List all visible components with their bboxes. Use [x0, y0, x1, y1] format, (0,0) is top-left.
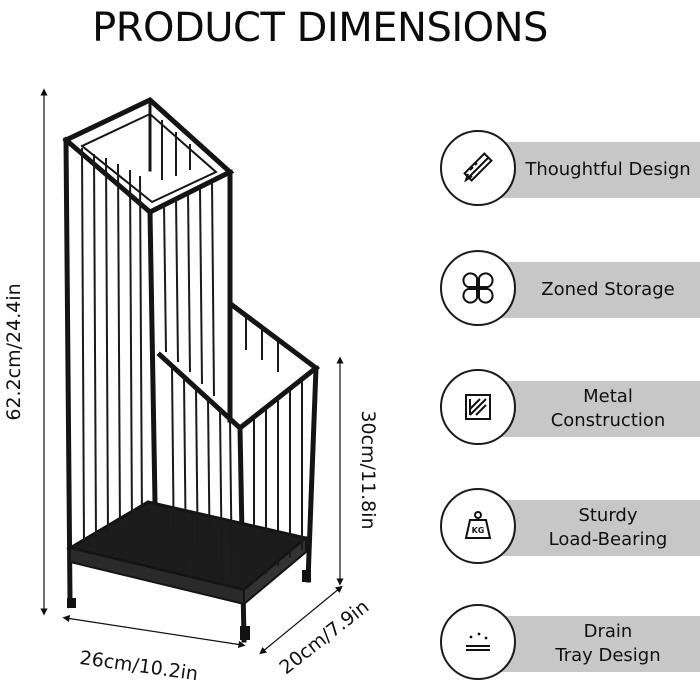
- feature-icon-circle: [440, 604, 516, 680]
- feature-sturdy-load-bearing: KG Sturdy Load-Bearing: [440, 488, 700, 568]
- rack-bars: [81, 120, 303, 589]
- feature-drain-tray: Drain Tray Design: [440, 604, 700, 684]
- pencil-ruler-icon: [463, 152, 493, 183]
- depth-line: [259, 585, 343, 655]
- feature-zoned-storage: Zoned Storage: [440, 250, 700, 330]
- feature-label: Zoned Storage: [541, 279, 675, 300]
- feature-icon-circle: [440, 369, 516, 445]
- metal-panel-icon: [465, 394, 491, 420]
- feature-metal-construction: Metal Construction: [440, 369, 700, 449]
- feature-icon-circle: KG: [440, 488, 516, 564]
- feature-icon-circle: [440, 250, 516, 326]
- width-line: [62, 614, 246, 649]
- kg-weight-icon: KG: [464, 511, 492, 539]
- dimension-lines: [40, 88, 344, 655]
- feature-label: Sturdy Load-Bearing: [548, 505, 668, 550]
- depth-label: 20cm/7.9in: [275, 596, 373, 679]
- drain-tray-icon: [466, 632, 490, 651]
- kg-text: KG: [472, 526, 485, 535]
- feature-icon-circle: [440, 130, 516, 206]
- feature-label: Drain Tray Design: [555, 621, 661, 666]
- height-lower-label: 30cm/11.8in: [357, 410, 379, 529]
- width-label: 26cm/10.2in: [78, 647, 199, 685]
- feature-thoughtful-design: Thoughtful Design: [440, 130, 700, 210]
- four-petal-icon: [462, 272, 494, 304]
- page-title: PRODUCT DIMENSIONS: [92, 5, 548, 51]
- height-total-label: 62.2cm/24.4in: [3, 283, 25, 420]
- feature-label: Metal Construction: [550, 386, 666, 431]
- feature-label: Thoughtful Design: [525, 159, 691, 180]
